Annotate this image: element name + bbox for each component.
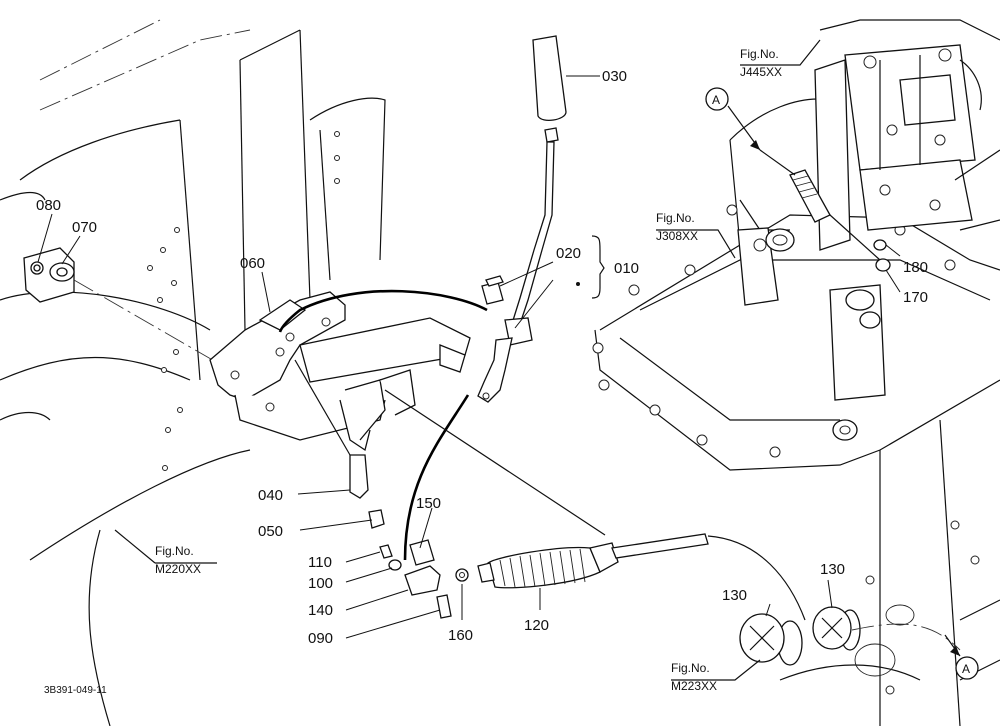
part-label-010: 010 — [614, 260, 639, 277]
part-label-070: 070 — [72, 219, 97, 236]
fender-panel — [0, 19, 386, 726]
fig-ref-m223: M223XX — [671, 679, 717, 693]
part-label-100: 100 — [308, 575, 333, 592]
fig-ref-prefix-m223: Fig.No. — [671, 661, 710, 675]
part-label-060: 060 — [240, 255, 265, 272]
section-marker-top: A — [712, 93, 720, 107]
transmission-housing — [592, 19, 1000, 726]
section-marker-bottom: A — [962, 662, 970, 676]
part-label-080: 080 — [36, 197, 61, 214]
clevis-hardware — [379, 539, 469, 619]
part-label-120: 120 — [524, 617, 549, 634]
fig-ref-j308: J308XX — [656, 229, 698, 243]
figure-references: Fig.No. J445XX Fig.No. J308XX Fig.No. M2… — [44, 47, 970, 696]
part-label-050: 050 — [258, 523, 283, 540]
part-label-020: 020 — [556, 245, 581, 262]
shift-cable — [278, 289, 806, 621]
part-label-030: 030 — [602, 68, 627, 85]
washer-nut-assembly — [23, 247, 231, 371]
fig-ref-prefix-m220: Fig.No. — [155, 544, 194, 558]
fig-ref-prefix-j445: Fig.No. — [740, 47, 779, 61]
fig-ref-prefix-j308: Fig.No. — [656, 211, 695, 225]
part-label-180: 180 — [903, 259, 928, 276]
fig-ref-j445: J445XX — [740, 65, 782, 79]
part-label-110: 110 — [308, 554, 332, 571]
leader-lines — [37, 39, 979, 681]
part-label-090: 090 — [308, 630, 333, 647]
part-label-130-left: 130 — [722, 587, 747, 604]
part-labels: 030 020 010 080 070 060 180 170 040 050 … — [36, 68, 928, 647]
part-label-040: 040 — [258, 487, 283, 504]
part-label-140: 140 — [308, 602, 333, 619]
part-label-160: 160 — [448, 627, 473, 644]
grommets — [739, 606, 961, 666]
fig-ref-m220: M220XX — [155, 562, 201, 576]
part-label-170: 170 — [903, 289, 928, 306]
part-label-150: 150 — [416, 495, 441, 512]
drawing-number: 3B391-049-11 — [44, 685, 107, 696]
shift-lever — [477, 35, 567, 403]
lever-bracket — [209, 291, 471, 529]
part-label-130-right: 130 — [820, 561, 845, 578]
